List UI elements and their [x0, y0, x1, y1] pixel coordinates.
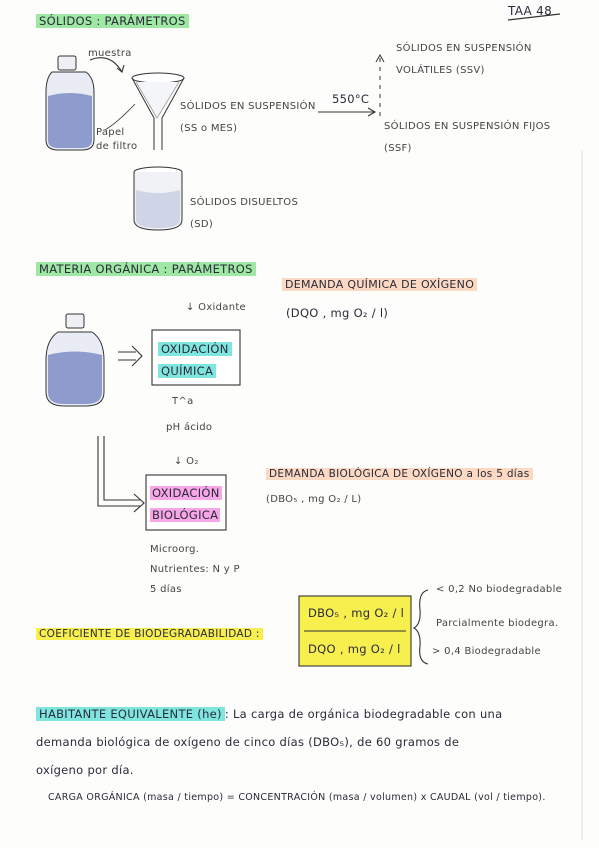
ox-bio-line1: OXIDACIÓN: [150, 486, 222, 500]
muestra-label: muestra: [88, 48, 132, 59]
ss-line1: SÓLIDOS EN SUSPENSIÓN: [180, 101, 316, 112]
micro-label: Microorg.: [150, 544, 200, 555]
ssf-line1: SÓLIDOS EN SUSPENSIÓN FIJOS: [384, 121, 551, 132]
materia-title: MATERIA ORGÁNICA : PARÁMETROS: [36, 262, 256, 276]
ox-quim-line2: QUÍMICA: [158, 364, 217, 378]
header-strike: [507, 13, 561, 21]
funnel-icon: [131, 72, 185, 150]
sample-bottle-icon: [45, 55, 95, 151]
papel-line2: de filtro: [96, 141, 138, 152]
nutrientes-label: Nutrientes: N y P: [150, 564, 240, 575]
temp-label: T^a: [172, 396, 194, 407]
ph-label: pH ácido: [166, 422, 213, 433]
dbo-units: (DBO₅ , mg O₂ / L): [266, 494, 362, 505]
he-title: HABITANTE EQUIVALENTE (he): [36, 707, 225, 721]
sd-line2: (SD): [190, 219, 214, 230]
coef-opt2: Parcialmente biodegra.: [436, 618, 559, 629]
ssv-label: SÓLIDOS EN SUSPENSIÓN VOLÁTILES (SSV): [396, 38, 532, 82]
carga-formula: CARGA ORGÁNICA (masa / tiempo) = CONCENT…: [48, 792, 546, 803]
ox-quim-line1: OXIDACIÓN: [158, 342, 232, 356]
ssv-line2: VOLÁTILES (SSV): [396, 65, 485, 76]
beaker-icon: [133, 166, 183, 231]
he-paragraph: HABITANTE EQUIVALENTE (he): La carga de …: [36, 700, 566, 784]
sd-label: SÓLIDOS DISUELTOS (SD): [190, 192, 298, 236]
sd-line1: SÓLIDOS DISUELTOS: [190, 197, 299, 208]
dbo-title: DEMANDA BIOLÓGICA DE OXÍGENO a los 5 día…: [266, 468, 533, 480]
ox-quim-text: OXIDACIÓN QUÍMICA: [158, 338, 232, 382]
dqo-title: DEMANDA QUÍMICA DE OXÍGENO: [282, 278, 478, 291]
oxidante-label: ↓ Oxidante: [186, 302, 247, 313]
ssf-line2: (SSF): [384, 143, 412, 154]
ox-bio-text: OXIDACIÓN BIOLÓGICA: [150, 482, 222, 526]
sample-bottle-2-icon: [45, 313, 105, 407]
dias-label: 5 días: [150, 584, 182, 595]
pour-arrow: [89, 57, 123, 73]
ss-label: SÓLIDOS EN SUSPENSIÓN (SS o MES): [180, 96, 316, 140]
papel-label: Papel de filtro: [96, 126, 137, 154]
header-code: TAA 48: [508, 4, 553, 18]
he-line2: demanda biológica de oxígeno de cinco dí…: [36, 735, 460, 749]
papel-line1: Papel: [96, 127, 125, 138]
temp-550: 550°C: [332, 92, 370, 106]
bio-conditions: Microorg. Nutrientes: N y P 5 días: [150, 540, 240, 600]
o2-label: ↓ O₂: [174, 456, 199, 467]
ssv-line1: SÓLIDOS EN SUSPENSIÓN: [396, 43, 532, 54]
coef-opt1: < 0,2 No biodegradable: [436, 584, 563, 595]
he-line3: oxígeno por día.: [36, 763, 134, 777]
coef-title: COEFICIENTE DE BIODEGRADABILIDAD :: [36, 628, 263, 640]
coef-opt3: > 0,4 Biodegradable: [432, 646, 541, 657]
ssf-label: SÓLIDOS EN SUSPENSIÓN FIJOS (SSF): [384, 116, 550, 160]
ss-line2: (SS o MES): [180, 123, 238, 134]
coef-numerator: DBO₅ , mg O₂ / l: [308, 606, 405, 620]
he-line1: : La carga de orgánica biodegradable con…: [224, 707, 503, 721]
solidos-title: SÓLIDOS : PARÁMETROS: [36, 14, 189, 28]
coef-denominator: DQO , mg O₂ / l: [308, 642, 401, 656]
dqo-units: (DQO , mg O₂ / l): [286, 306, 389, 320]
ox-bio-line2: BIOLÓGICA: [150, 508, 221, 522]
